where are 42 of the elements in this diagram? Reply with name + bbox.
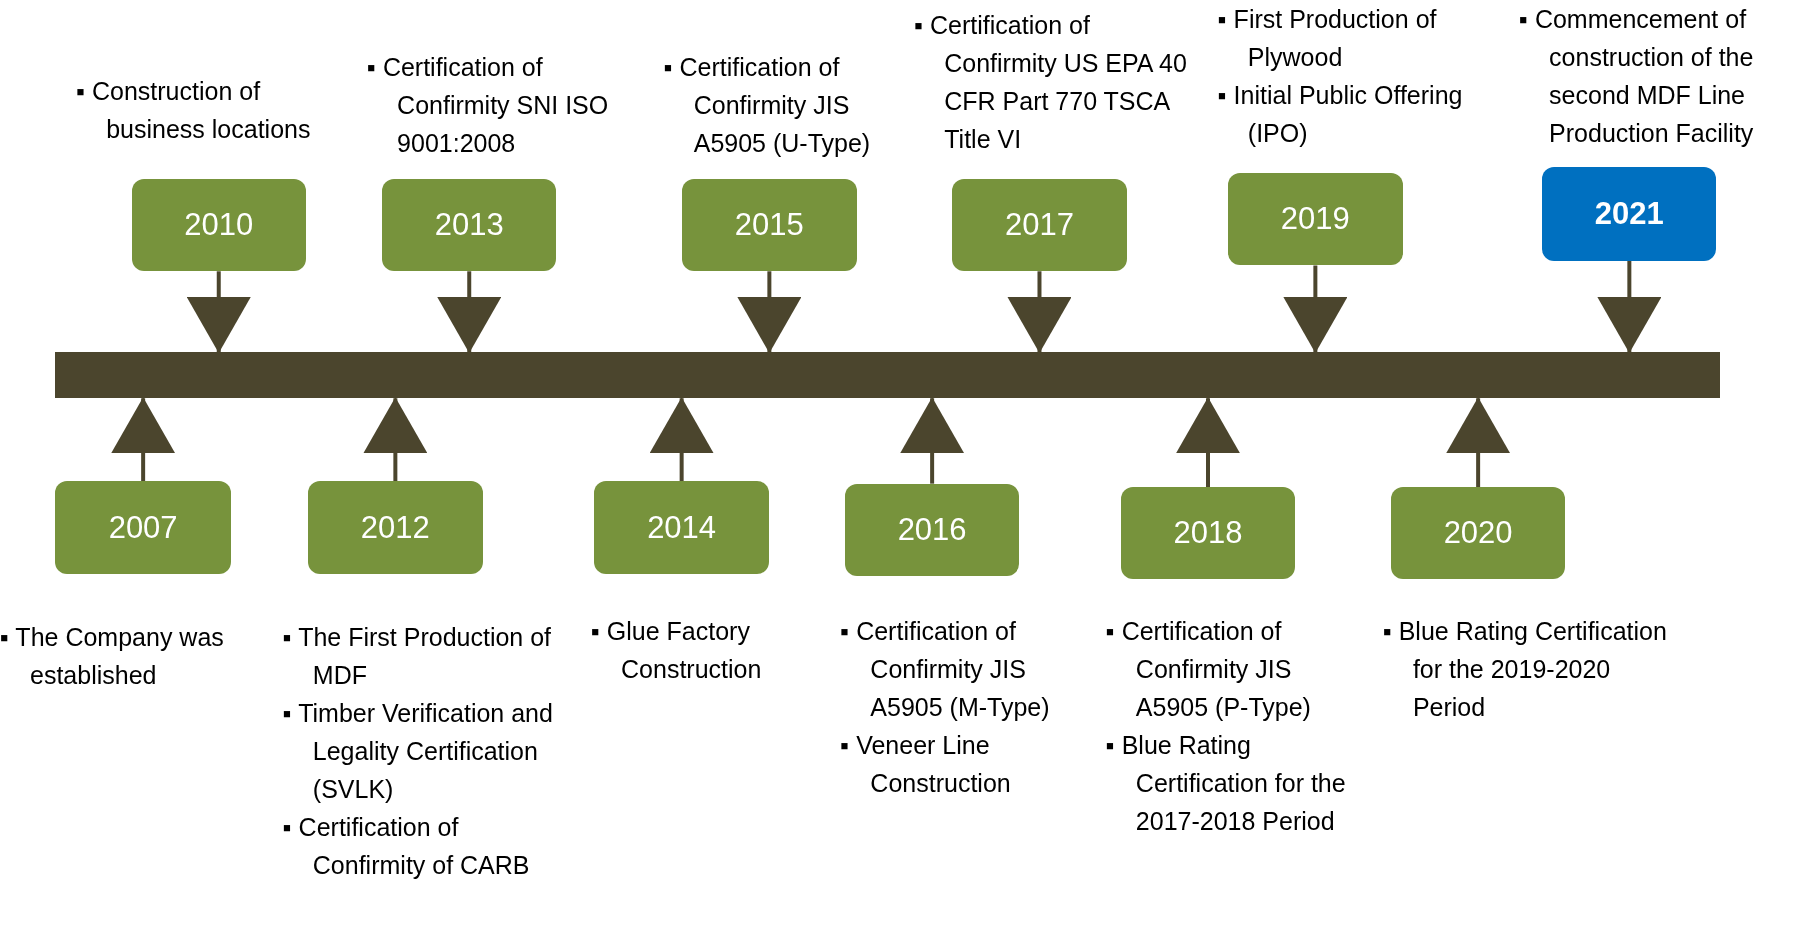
- year-box: 2007: [55, 481, 231, 574]
- triangle-arrow: [437, 271, 502, 354]
- milestone-text: ▪ Certification of Confirmity JIS A5905 (P-Type): [1105, 615, 1312, 723]
- triangle-arrow: [111, 397, 176, 482]
- triangle-arrow: [649, 397, 714, 482]
- triangle-arrow: [186, 271, 251, 354]
- milestone-text: ▪ Initial Public Offering (IPO): [1217, 80, 1464, 149]
- milestone-text: ▪ Blue Rating Certification for the 2017-2018 Period: [1105, 729, 1347, 837]
- year-box: 2020: [1390, 487, 1566, 580]
- year-box: 2018: [1120, 487, 1296, 580]
- year-box: 2014: [594, 481, 769, 574]
- triangle-arrow: [737, 271, 802, 354]
- triangle-arrow: [900, 397, 965, 484]
- timeline-bar: [55, 352, 1720, 399]
- milestone-text: ▪ Timber Verification and Legality Certification (SVLK): [282, 697, 554, 805]
- year-box: 2021: [1542, 167, 1717, 261]
- milestone-text: ▪ The Company was established: [0, 621, 225, 691]
- milestone-text: ▪ The First Production of MDF: [282, 621, 553, 691]
- milestone-text: ▪ Construction of business locations: [76, 75, 312, 145]
- triangle-arrow: [1283, 265, 1348, 354]
- milestone-text: ▪ Blue Rating Certification for the 2019-2020 Period: [1382, 615, 1668, 723]
- triangle-arrow: [1176, 397, 1240, 488]
- milestone-text: ▪ Certification of Confirmity JIS A5905 (M-Type): [840, 615, 1051, 723]
- milestone-text: ▪ Certification of Confirmity SNI ISO 9001:2008: [367, 52, 610, 160]
- year-box: 2013: [382, 178, 557, 272]
- triangle-arrow: [1446, 397, 1511, 488]
- year-box: 2010: [131, 178, 306, 272]
- year-box: 2012: [308, 481, 483, 574]
- milestone-text: ▪ Commencement of construction of the second MDF Line Production Facility: [1519, 4, 1755, 149]
- milestone-text: ▪ Certification of Confirmity of CARB: [282, 811, 531, 881]
- milestone-text: ▪ First Production of Plywood: [1217, 4, 1438, 73]
- milestone-text: ▪ Glue Factory Construction: [591, 615, 763, 685]
- year-box: 2019: [1228, 173, 1403, 266]
- year-box: 2017: [952, 178, 1127, 272]
- milestone-text: ▪ Certification of Confirmity US EPA 40 CFR Part 770 TSCA Title VI: [914, 9, 1188, 155]
- year-box: 2016: [844, 483, 1020, 576]
- year-box: 2015: [682, 178, 857, 272]
- milestone-text: ▪ Certification of Confirmity JIS A5905 (U-Type): [663, 52, 872, 160]
- triangle-arrow: [363, 397, 428, 482]
- triangle-arrow: [1007, 271, 1072, 354]
- milestone-text: ▪ Veneer Line Construction: [840, 729, 1012, 799]
- triangle-arrow: [1597, 260, 1662, 354]
